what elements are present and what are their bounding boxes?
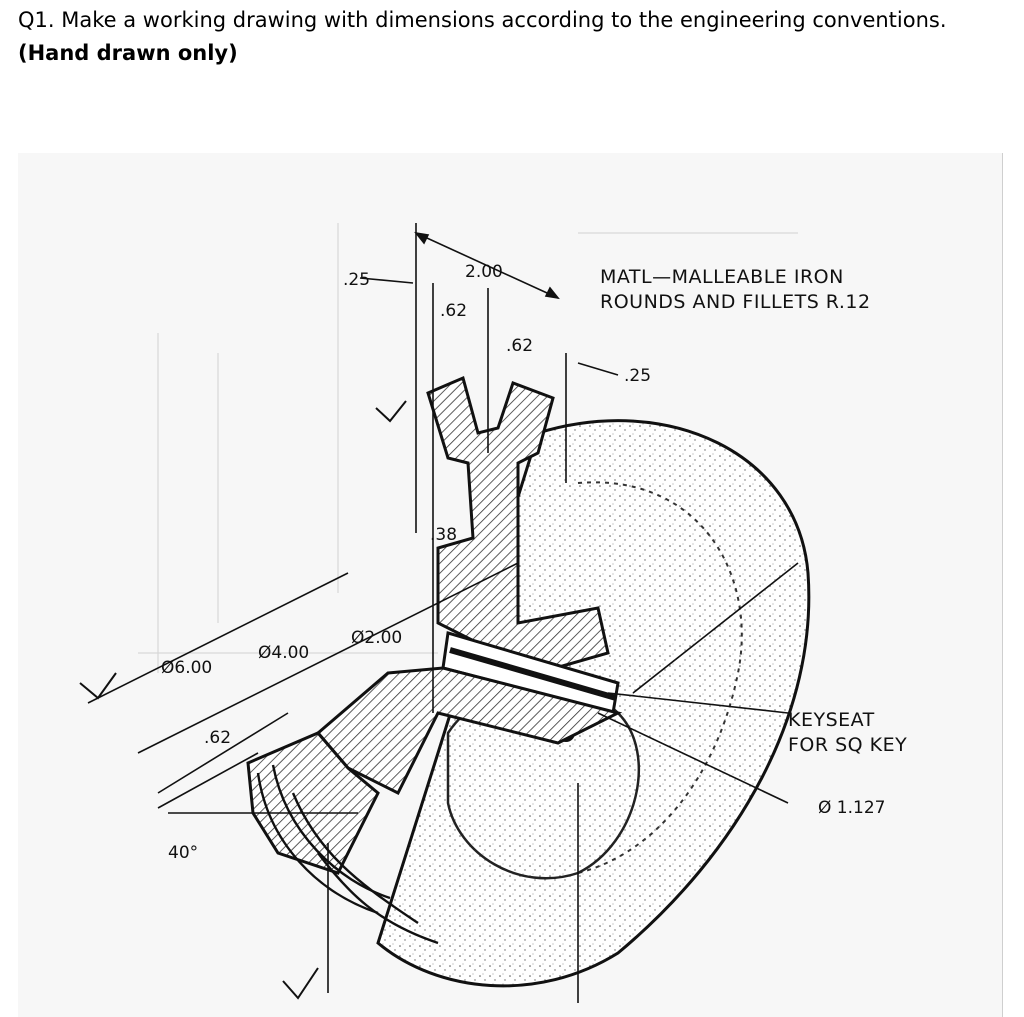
note-bore: Ø 1.127 xyxy=(818,798,885,818)
question-text: Q1. Make a working drawing with dimensio… xyxy=(18,4,1008,70)
dim-top-left: .25 xyxy=(343,270,370,290)
pulley-section-drawing: .25 2.00 .62 .62 .25 .38 Ø6.00 Ø4.00 Ø2.… xyxy=(79,223,907,1003)
dimension-arrows xyxy=(157,231,619,809)
extension-lines xyxy=(87,223,799,1003)
question-body: Make a working drawing with dimensions a… xyxy=(54,8,947,32)
dim-overall: 2.00 xyxy=(465,262,503,282)
surface-finish-icons xyxy=(79,400,407,1000)
dim-lower: .62 xyxy=(204,728,231,748)
dim-groove-a: .62 xyxy=(440,301,467,321)
question-number: Q1. xyxy=(18,8,55,32)
keyseat-line xyxy=(449,647,617,701)
question-emphasis: (Hand drawn only) xyxy=(18,41,238,65)
dim-angle: 40° xyxy=(168,843,198,863)
dim-rim: .25 xyxy=(624,366,651,386)
pulley-drawing-image: .25 2.00 .62 .62 .25 .38 Ø6.00 Ø4.00 Ø2.… xyxy=(18,153,1003,1017)
dim-hub-dia: Ø2.00 xyxy=(351,628,402,648)
dim-groove-b: .62 xyxy=(506,336,533,356)
note-fillets: ROUNDS AND FILLETS R.12 xyxy=(600,291,871,313)
note-material: MATL—MALLEABLE IRON xyxy=(600,266,844,288)
dim-web: .38 xyxy=(430,525,457,545)
note-keyseat-2: FOR SQ KEY xyxy=(788,734,907,756)
dim-mid-dia: Ø4.00 xyxy=(258,643,309,663)
upper-groove-section xyxy=(426,375,610,675)
rim-edge xyxy=(577,481,743,874)
note-keyseat-1: KEYSEAT xyxy=(788,709,875,731)
dim-outer-dia: Ø6.00 xyxy=(161,658,212,678)
